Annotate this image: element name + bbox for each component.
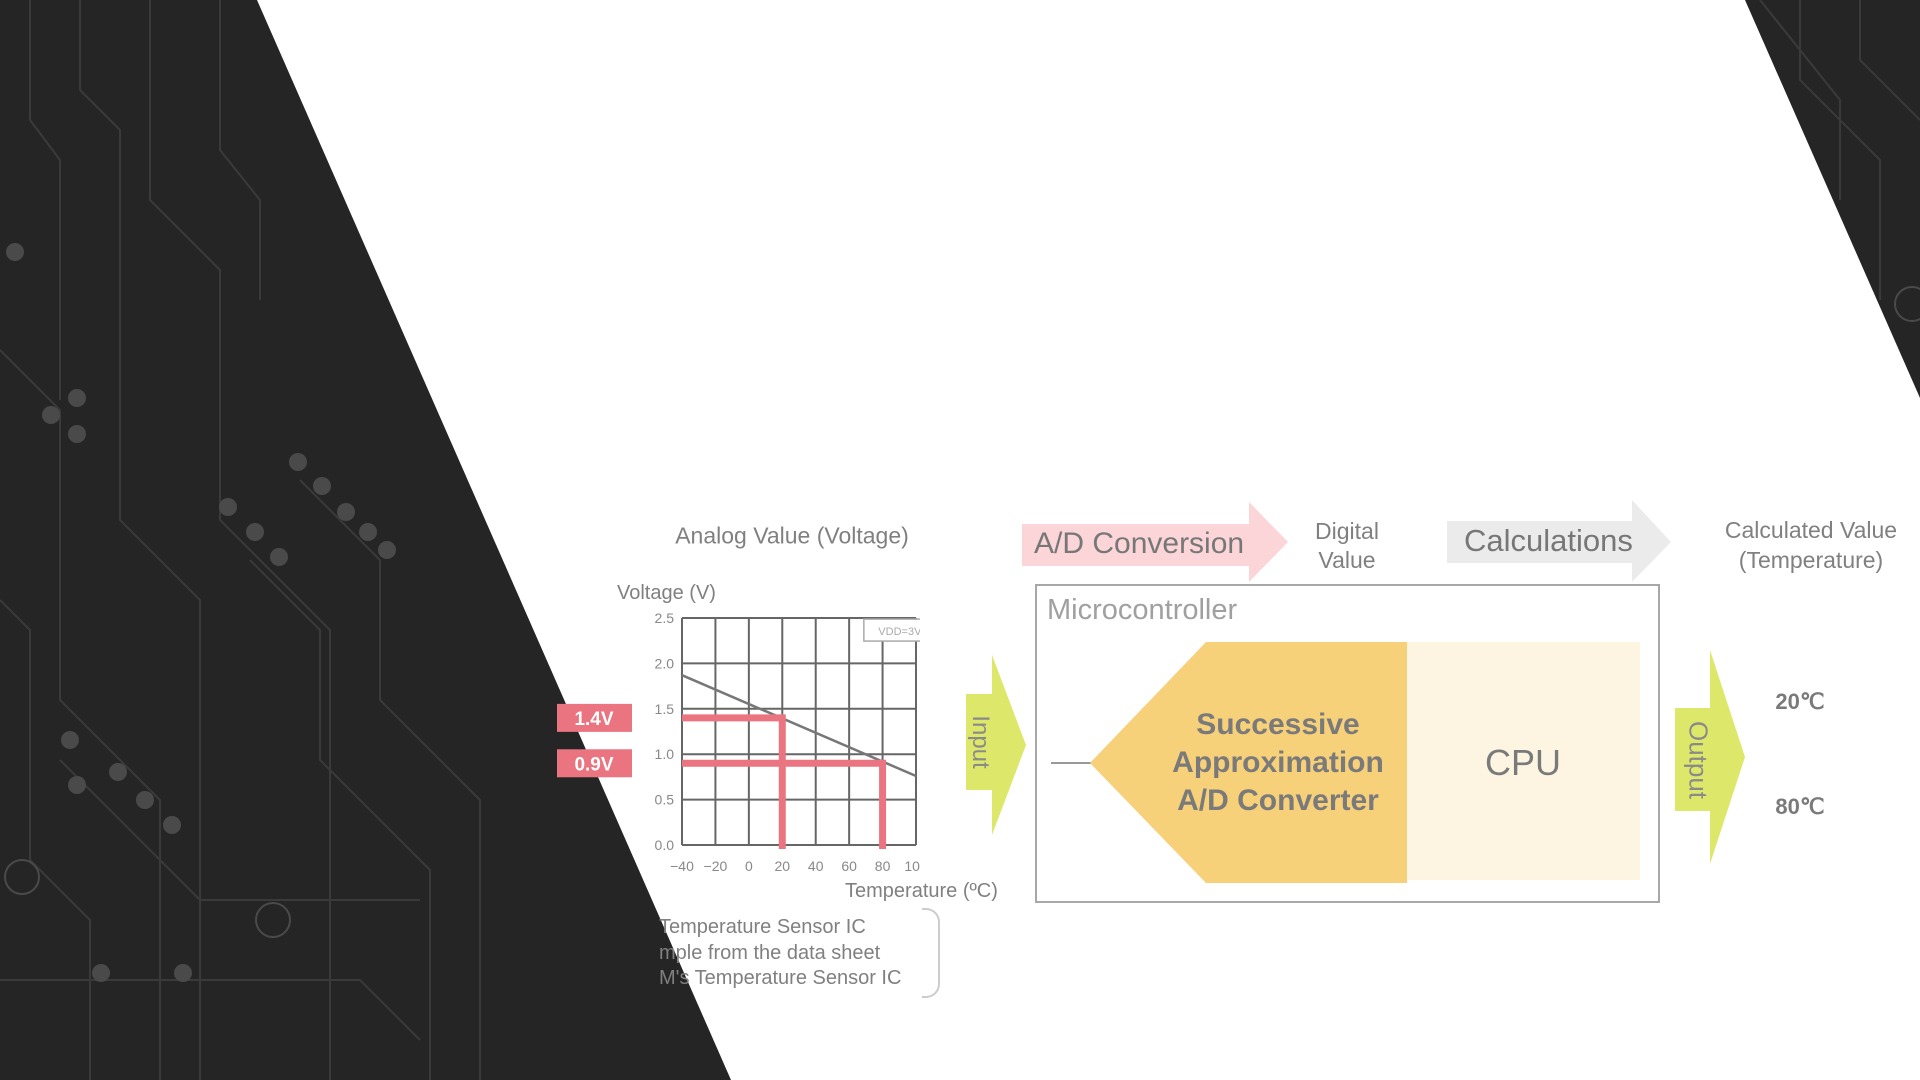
cpu-label: CPU — [1484, 742, 1562, 783]
calculated-value-line: (Temperature) — [1738, 547, 1884, 573]
x-tick-label: 20 — [774, 858, 790, 874]
digital-value-label: Digital Value — [1315, 517, 1379, 575]
input-label: Input — [967, 715, 994, 769]
chart-ylabel: Voltage (V) — [617, 582, 716, 604]
x-tick-label: −20 — [704, 858, 728, 874]
caption-line: M's Temperature Sensor IC — [659, 967, 902, 989]
output-arrow — [1675, 650, 1745, 864]
output-value-80: 80℃ — [1775, 794, 1825, 819]
output-value-20: 20℃ — [1775, 689, 1825, 714]
adc-block — [1090, 642, 1407, 883]
x-tick-label: 100 — [904, 858, 920, 874]
caption-bracket — [922, 908, 940, 998]
sensor-caption: Temperature Sensor IC mple from the data… — [659, 915, 901, 992]
y-tick-label: 2.0 — [655, 655, 675, 671]
y-tick-label: 0.5 — [655, 792, 675, 808]
input-arrow — [966, 655, 1026, 835]
chart-xlabel: Temperature (ºC) — [845, 880, 998, 902]
input-wire — [1051, 762, 1091, 764]
marker-label: 0.9V — [574, 754, 613, 775]
microcontroller-label: Microcontroller — [1047, 594, 1238, 626]
marker-badge — [557, 749, 632, 778]
legend-box — [863, 618, 920, 642]
digital-value-line: Digital — [1315, 518, 1379, 544]
y-tick-label: 2.5 — [655, 610, 675, 626]
calculations-label: Calculations — [1464, 523, 1633, 558]
x-tick-label: 0 — [745, 858, 753, 874]
x-tick-label: −40 — [670, 858, 694, 874]
calculated-value-line: Calculated Value — [1724, 517, 1898, 543]
ad-conversion-arrow — [1022, 502, 1288, 582]
adc-label-line: Approximation — [1172, 746, 1384, 779]
caption-line: mple from the data sheet — [659, 941, 881, 964]
y-tick-label: 1.5 — [655, 701, 675, 717]
adc-label: Successive Approximation A/D Converter — [1172, 706, 1384, 820]
analog-value-title: Analog Value (Voltage) — [675, 522, 909, 549]
y-tick-label: 1.0 — [655, 746, 675, 762]
ad-conversion-label: A/D Conversion — [1034, 527, 1245, 560]
series-line — [681, 674, 917, 778]
marker-badge — [557, 703, 632, 732]
x-tick-label: 60 — [841, 858, 857, 874]
caption-line: Temperature Sensor IC — [659, 916, 866, 938]
x-tick-label: 80 — [875, 858, 891, 874]
marker-line — [682, 714, 786, 849]
marker-label: 1.4V — [574, 709, 613, 730]
digital-value-line: Value — [1318, 547, 1376, 573]
adc-label-line: A/D Converter — [1177, 784, 1379, 817]
output-label: Output — [1683, 720, 1714, 800]
marker-line — [682, 759, 887, 849]
voltage-temperature-chart: −40 −20 0 20 40 60 80 100 0.0 0.5 1.0 1.5 2.0 2.5VDD=… — [557, 610, 920, 874]
cpu-block — [1407, 642, 1640, 880]
circuit-dots — [6, 243, 396, 982]
x-tick-label: 40 — [808, 858, 824, 874]
calculations-arrow — [1447, 500, 1671, 582]
calculated-value-label: Calculated Value (Temperature) — [1725, 515, 1897, 575]
legend-text: VDD=3V — [878, 626, 920, 638]
adc-label-line: Successive — [1196, 708, 1360, 741]
y-tick-label: 0.0 — [655, 837, 675, 853]
